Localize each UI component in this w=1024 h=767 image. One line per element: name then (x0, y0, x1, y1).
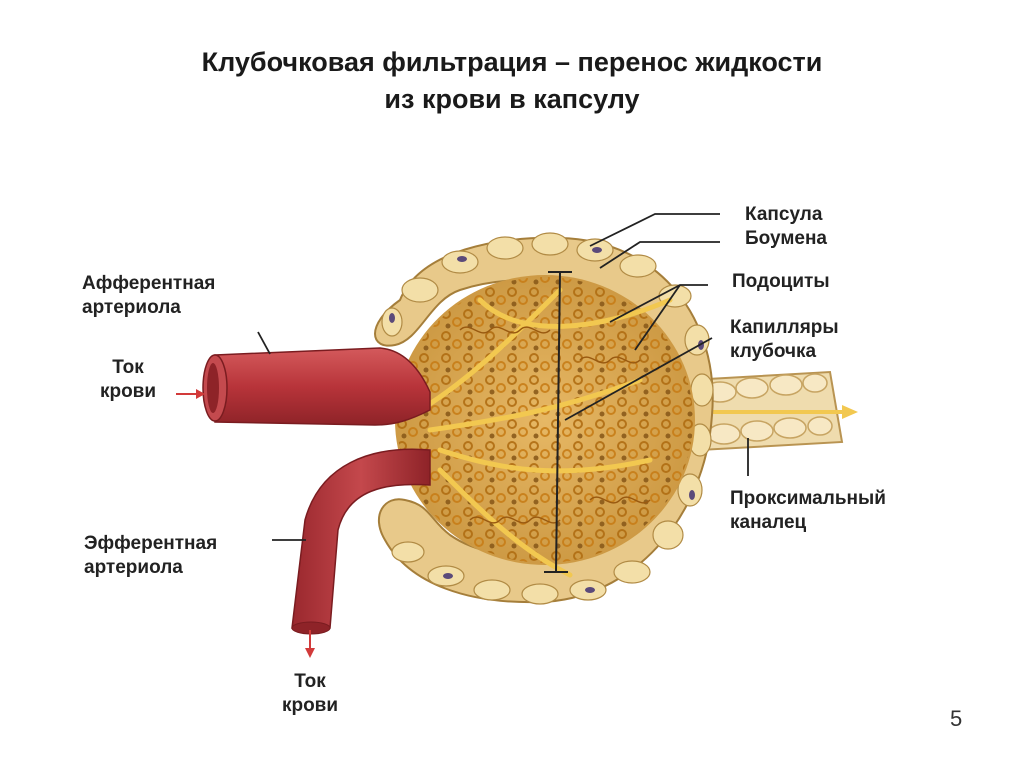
label-podocytes: Подоциты (732, 271, 830, 292)
leader-lines (257, 213, 749, 541)
label-glomerular-capillaries: Капилляры клубочка (730, 317, 839, 362)
label-proximal-tubule: Проксимальный каналец (730, 488, 886, 533)
label-blood-flow-in: Ток крови (99, 357, 157, 402)
label-bowman-capsule: Капсула Боумена (745, 204, 827, 249)
slide-title: Клубочковая фильтрация – перенос жидкост… (0, 44, 1024, 118)
slide-number: 5 (950, 706, 963, 731)
glomerular-capillaries (395, 275, 695, 578)
proximal-tubule (688, 370, 858, 452)
flow-arrows (176, 389, 315, 658)
glomerulus-axis-marker (544, 271, 572, 573)
efferent-arteriole (291, 448, 431, 635)
title-line-1: Клубочковая фильтрация – перенос жидкост… (201, 47, 823, 77)
afferent-arteriole (202, 347, 431, 426)
bowman-capsule (374, 232, 714, 605)
label-afferent-arteriole: Афферентная артериола (82, 273, 216, 318)
label-blood-flow-out: Ток крови (281, 671, 339, 716)
title-line-2: из крови в капсулу (384, 84, 640, 114)
label-efferent-arteriole: Эфферентная артериола (84, 533, 218, 578)
